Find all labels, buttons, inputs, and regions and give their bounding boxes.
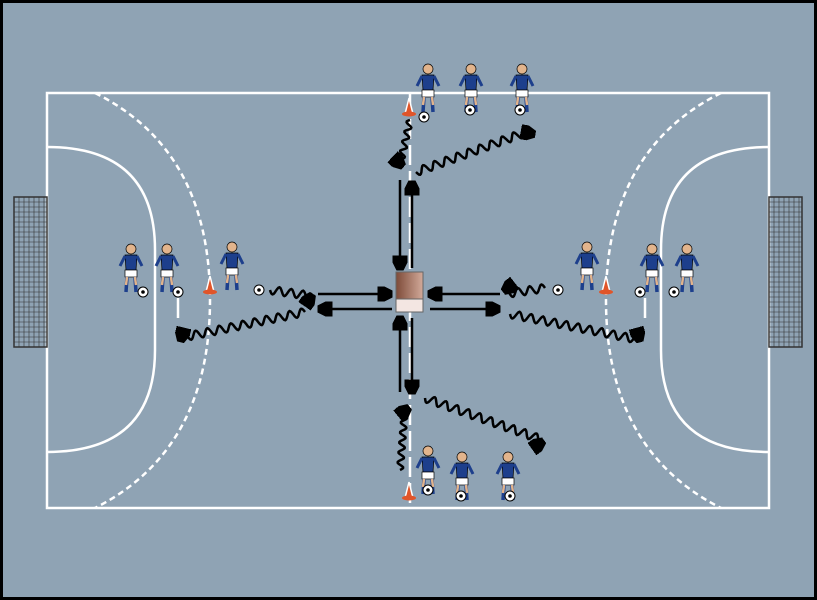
- player-left: [154, 243, 180, 293]
- ball-icon: [137, 286, 149, 298]
- dribble-arrow: [268, 285, 312, 299]
- dribble-arrow: [415, 128, 533, 177]
- left-goal-area-line: [46, 145, 157, 454]
- ball-icon: [634, 286, 646, 298]
- dribble-arrow: [508, 310, 639, 342]
- left-free-throw-line: [94, 91, 212, 510]
- dribble-arrow: [423, 395, 542, 443]
- dribble-arrow: [398, 408, 408, 472]
- center-box: [395, 271, 424, 313]
- player-right: [574, 241, 600, 291]
- right-goal-area-line: [659, 145, 770, 454]
- ball-icon: [455, 490, 467, 502]
- cone-icon: [599, 275, 613, 295]
- ball-icon: [422, 484, 434, 496]
- player-bottom: [415, 445, 441, 495]
- player-left: [118, 243, 144, 293]
- ball-icon: [504, 490, 516, 502]
- player-right: [674, 243, 700, 293]
- cone-icon: [402, 481, 416, 501]
- player-right: [639, 243, 665, 293]
- ball-icon: [514, 104, 526, 116]
- ball-icon: [253, 284, 265, 296]
- player-bottom: [495, 451, 521, 501]
- ball-icon: [552, 284, 564, 296]
- cone-icon: [203, 275, 217, 295]
- ball-icon: [464, 104, 476, 116]
- ball-icon: [668, 286, 680, 298]
- player-top: [458, 63, 484, 113]
- dribble-arrow: [398, 118, 413, 165]
- left-goal-net: [13, 196, 48, 348]
- dribble-arrow: [181, 307, 306, 340]
- dribble-arrow: [505, 285, 547, 299]
- ball-icon: [172, 286, 184, 298]
- player-left: [219, 241, 245, 291]
- ball-icon: [418, 111, 430, 123]
- player-top: [415, 63, 441, 113]
- cone-icon: [402, 97, 416, 117]
- right-free-throw-line: [604, 91, 722, 510]
- right-goal-net: [768, 196, 803, 348]
